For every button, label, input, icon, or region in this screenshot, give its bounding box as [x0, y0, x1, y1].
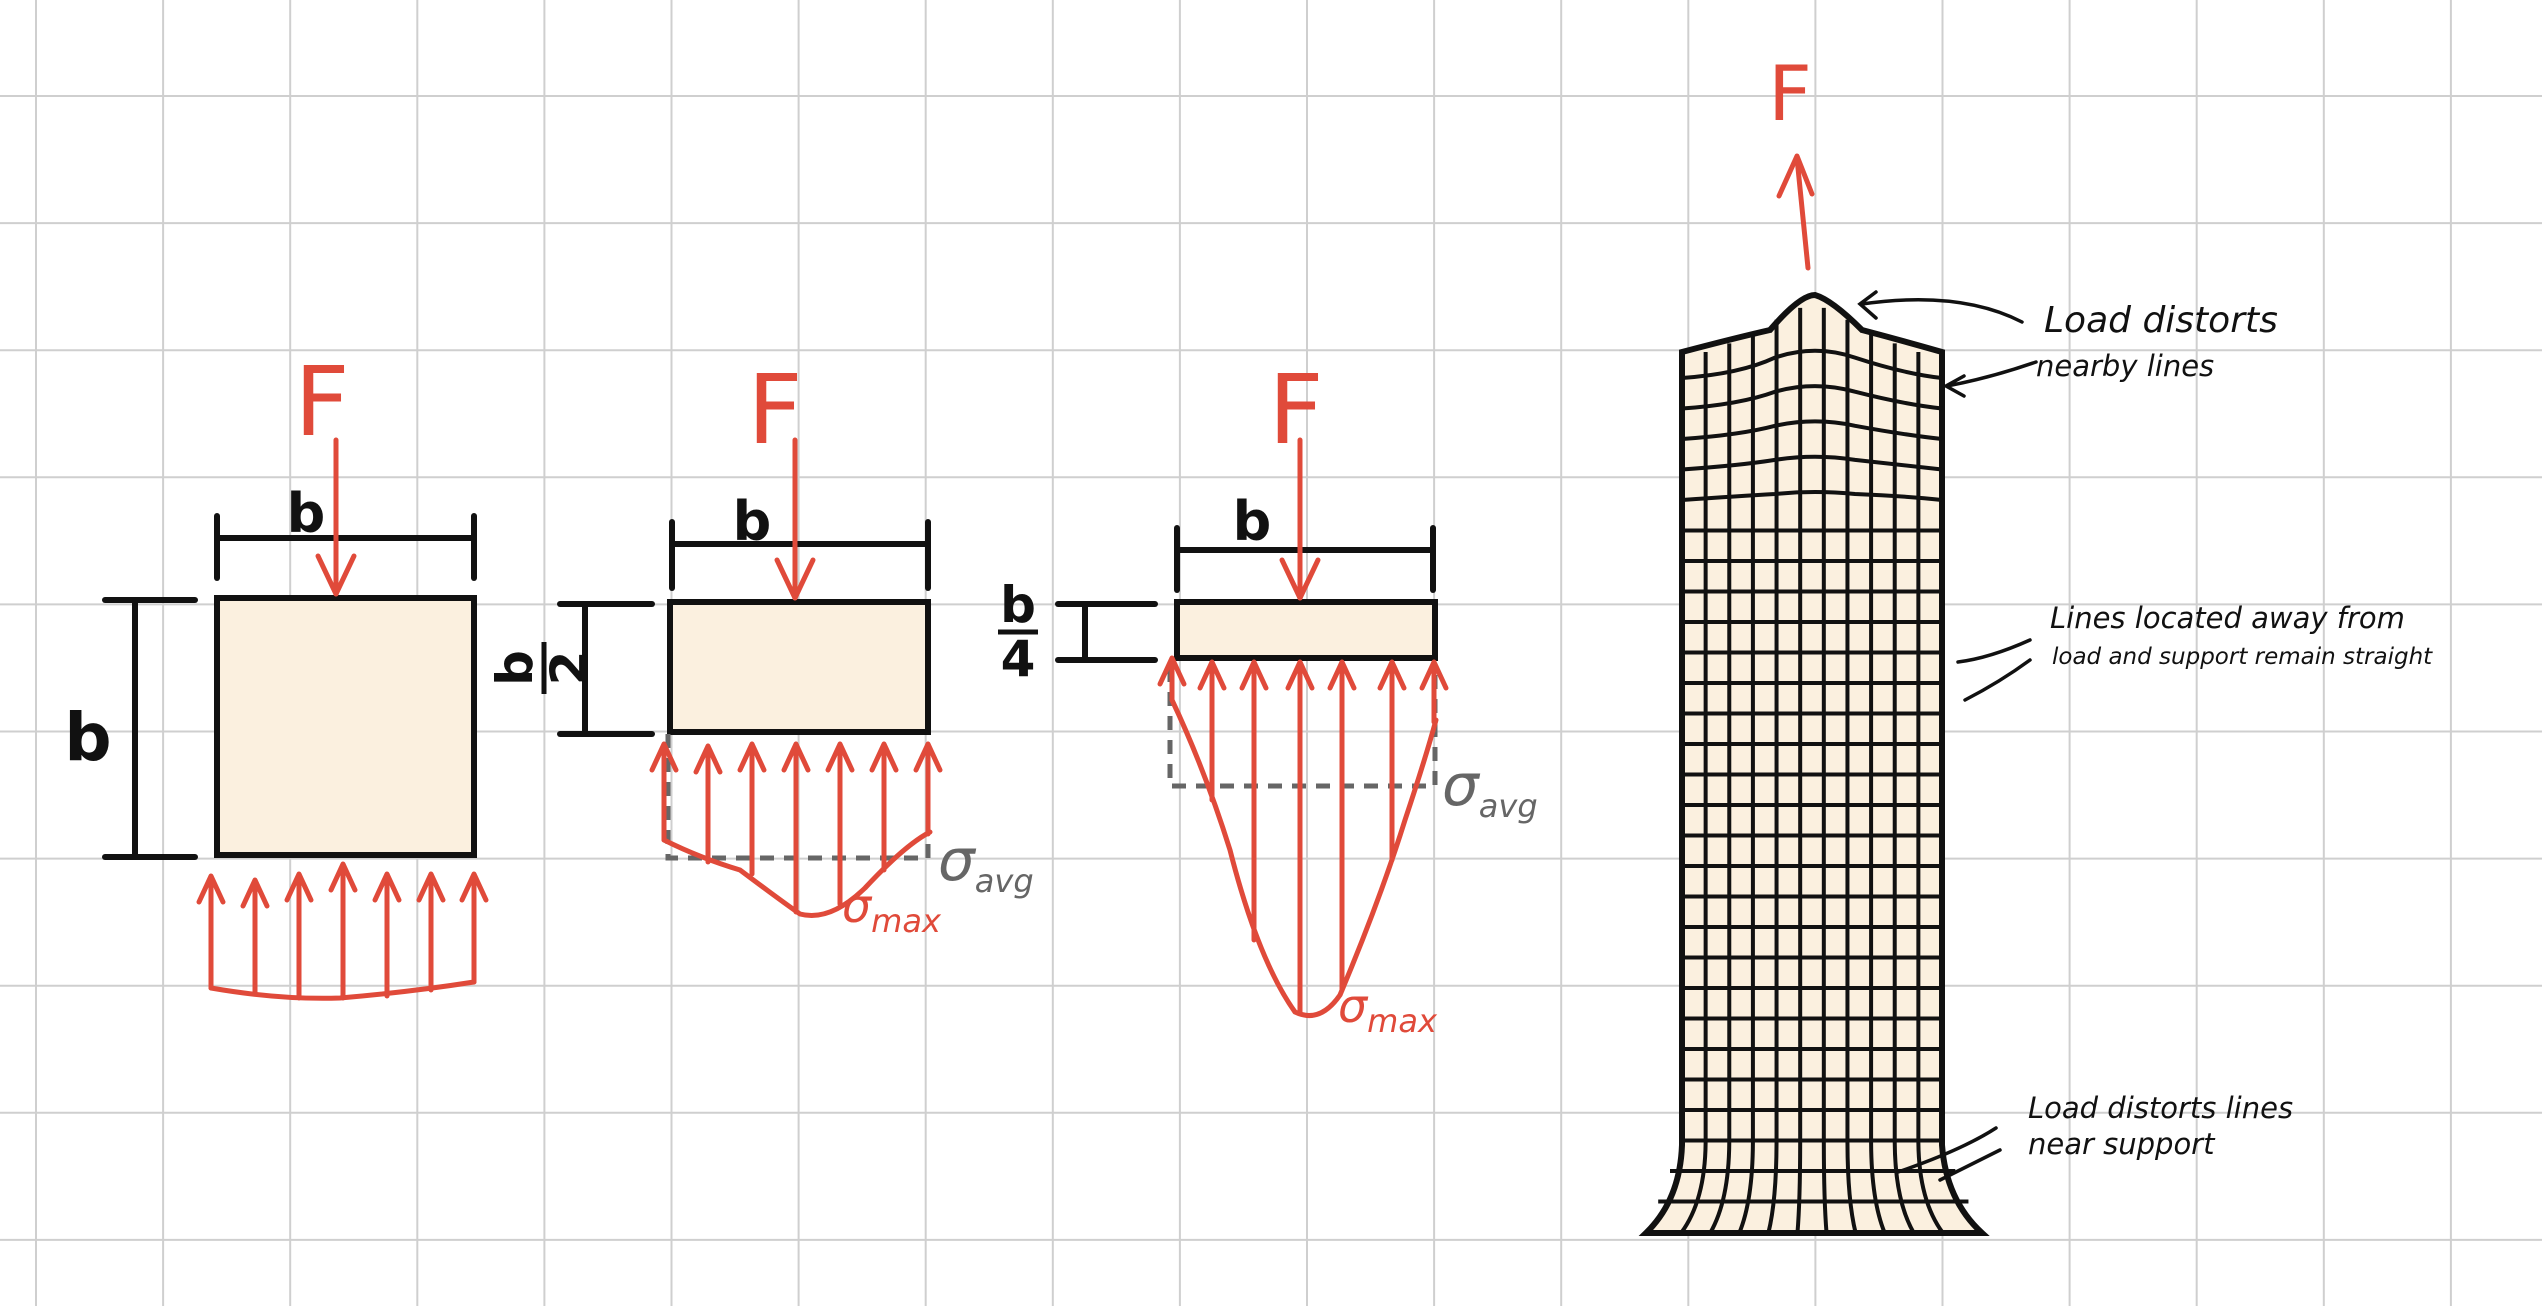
- force-label-square: F: [294, 346, 349, 458]
- annotation-top-line2: nearby lines: [2036, 349, 2214, 383]
- force-arrow-half: [774, 437, 816, 601]
- block-quarter-figure: b b 4 F σavg σmax: [998, 354, 1538, 1040]
- height-half-numerator: b: [486, 650, 544, 686]
- mesh-line-horizontal: [1681, 348, 1943, 380]
- force-arrow-square: [315, 437, 357, 597]
- height-dimension-square: [102, 597, 198, 860]
- height-label-quarter: b 4: [998, 576, 1038, 688]
- annotation-bottom-line1: Load distorts lines: [2028, 1091, 2293, 1125]
- annotation-leaders: [1857, 290, 2038, 1182]
- block-half-figure: b b 2 F σavg σmax: [486, 354, 1034, 940]
- sigma-avg-label-half: σavg: [938, 826, 1034, 900]
- sigma-max-symbol-quarter: σ: [1338, 979, 1369, 1033]
- sigma-max-sub-quarter: max: [1367, 1002, 1438, 1040]
- annotation-middle-line2: load and support remain straight: [2052, 644, 2433, 670]
- sigma-max-label-half: σmax: [842, 879, 942, 940]
- column-figure: F Load distorts nearby lines Lines locat…: [1638, 49, 2433, 1236]
- annotation-middle-line1: Lines located away from: [2050, 601, 2405, 635]
- sigma-max-symbol-half: σ: [842, 879, 873, 933]
- width-label-square: b: [287, 482, 326, 545]
- height-label-square: b: [64, 699, 111, 776]
- annotation-top-line1: Load distorts: [2044, 300, 2278, 341]
- sigma-avg-sub-quarter: avg: [1479, 787, 1538, 825]
- block-square: [214, 595, 477, 858]
- stress-distribution-quarter: [1157, 655, 1449, 1018]
- block-half: [667, 599, 931, 735]
- sigma-avg-sub-half: avg: [975, 862, 1034, 900]
- force-arrow-column: [1776, 153, 1815, 271]
- force-label-quarter: F: [1268, 354, 1323, 466]
- mesh-line-horizontal: [1681, 419, 1943, 441]
- force-label-half: F: [747, 354, 802, 466]
- mesh-line-horizontal: [1681, 490, 1943, 502]
- block-square-figure: b b F: [64, 346, 489, 1001]
- sigma-avg-label-quarter: σavg: [1442, 751, 1538, 825]
- reaction-arrows-square: [196, 861, 489, 1001]
- height-quarter-denominator: 4: [1001, 630, 1036, 688]
- height-label-half: b 2: [486, 642, 598, 694]
- width-dimension-half: [669, 519, 931, 591]
- height-dimension-quarter: [1055, 601, 1158, 663]
- block-quarter: [1174, 599, 1438, 661]
- width-label-half: b: [733, 490, 772, 553]
- height-dimension-half: [557, 601, 655, 737]
- sigma-avg-symbol-quarter: σ: [1442, 751, 1481, 819]
- width-dimension-square: [214, 513, 477, 581]
- height-half-denominator: 2: [540, 651, 598, 686]
- column-body: [1638, 291, 1990, 1236]
- sigma-max-label-quarter: σmax: [1338, 979, 1438, 1040]
- sigma-avg-symbol-half: σ: [938, 826, 977, 894]
- column-mesh: [1658, 307, 1969, 1235]
- force-arrow-quarter: [1279, 437, 1321, 601]
- stress-distribution-half: [649, 741, 943, 918]
- annotation-bottom-line2: near support: [2028, 1127, 2216, 1161]
- width-label-quarter: b: [1233, 490, 1272, 553]
- width-dimension-quarter: [1174, 525, 1436, 593]
- mesh-line-horizontal: [1681, 454, 1943, 472]
- height-quarter-numerator: b: [1000, 576, 1036, 634]
- force-label-column: F: [1768, 49, 1812, 138]
- mesh-line-horizontal: [1681, 384, 1943, 411]
- sigma-max-sub-half: max: [871, 902, 942, 940]
